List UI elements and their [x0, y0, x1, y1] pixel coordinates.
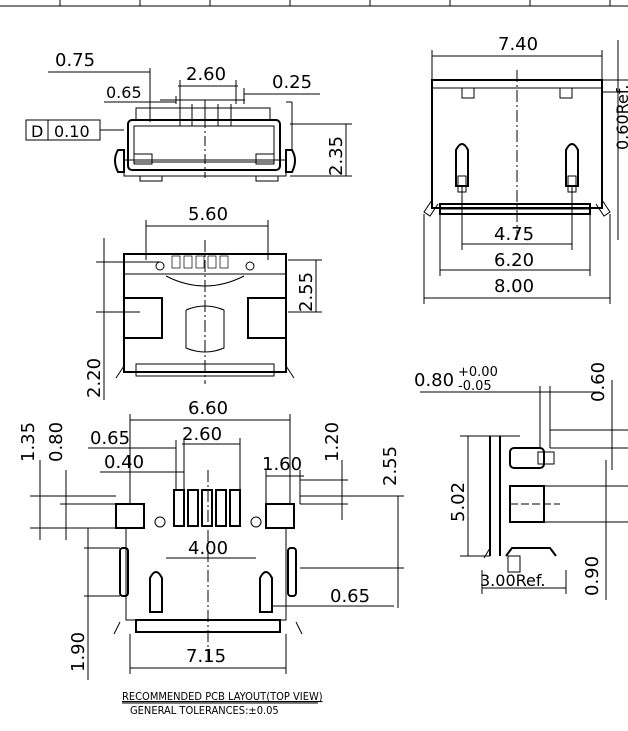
- dim-1-60: 1.60: [262, 454, 302, 475]
- bottom-view: [96, 220, 322, 400]
- dim-3-00-ref: 3.00Ref.: [480, 571, 545, 590]
- dim-2-60-pcb: 2.60: [182, 424, 222, 445]
- top-view: [423, 40, 628, 304]
- dim-6-60: 6.60: [188, 398, 228, 419]
- dim-tol-minus: -0.05: [458, 379, 492, 394]
- side-view: [420, 380, 628, 600]
- frame-ticks: [59, 0, 611, 6]
- note-tolerance: GENERAL TOLERANCES:±0.05: [130, 704, 279, 717]
- dim-1-20: 1.20: [322, 422, 343, 462]
- dim-4-00: 4.00: [188, 538, 228, 559]
- flatness-value: 0.10: [54, 122, 90, 141]
- front-view: [25, 68, 352, 182]
- dim-2-60-top: 2.60: [186, 64, 226, 85]
- dim-7-40: 7.40: [498, 34, 538, 55]
- dim-0-40: 0.40: [104, 452, 144, 473]
- dim-0-75: 0.75: [55, 50, 95, 71]
- dim-tol-plus: +0.00: [458, 365, 498, 380]
- dim-0-65-right: 0.65: [330, 586, 370, 607]
- dim-1-90: 1.90: [68, 632, 89, 672]
- dim-0-80-side: 0.80: [414, 370, 454, 391]
- dim-1-35: 1.35: [18, 422, 39, 462]
- dim-0-60-side: 0.60: [588, 362, 609, 402]
- dim-0-60-ref: 0.60Ref.: [613, 85, 628, 150]
- dim-0-65-top: 0.65: [106, 83, 142, 102]
- dim-7-15: 7.15: [186, 646, 226, 667]
- note-title: RECOMMENDED PCB LAYOUT(TOP VIEW): [122, 690, 323, 703]
- dim-0-80-pcb: 0.80: [46, 422, 67, 462]
- dim-6-20: 6.20: [494, 250, 534, 271]
- dim-2-35: 2.35: [326, 136, 347, 176]
- dim-0-25: 0.25: [272, 72, 312, 93]
- pcb-layout: [30, 414, 404, 680]
- flatness-symbol: D: [31, 122, 43, 141]
- dim-2-55-mid: 2.55: [296, 272, 317, 312]
- dim-0-90: 0.90: [582, 556, 603, 596]
- dim-8-00: 8.00: [494, 276, 534, 297]
- dim-2-55-pcb: 2.55: [380, 446, 401, 486]
- dim-0-65-pcb: 0.65: [90, 428, 130, 449]
- dim-4-75: 4.75: [494, 224, 534, 245]
- dim-5-02: 5.02: [448, 482, 469, 522]
- dim-2-20: 2.20: [84, 358, 105, 398]
- dim-5-60: 5.60: [188, 204, 228, 225]
